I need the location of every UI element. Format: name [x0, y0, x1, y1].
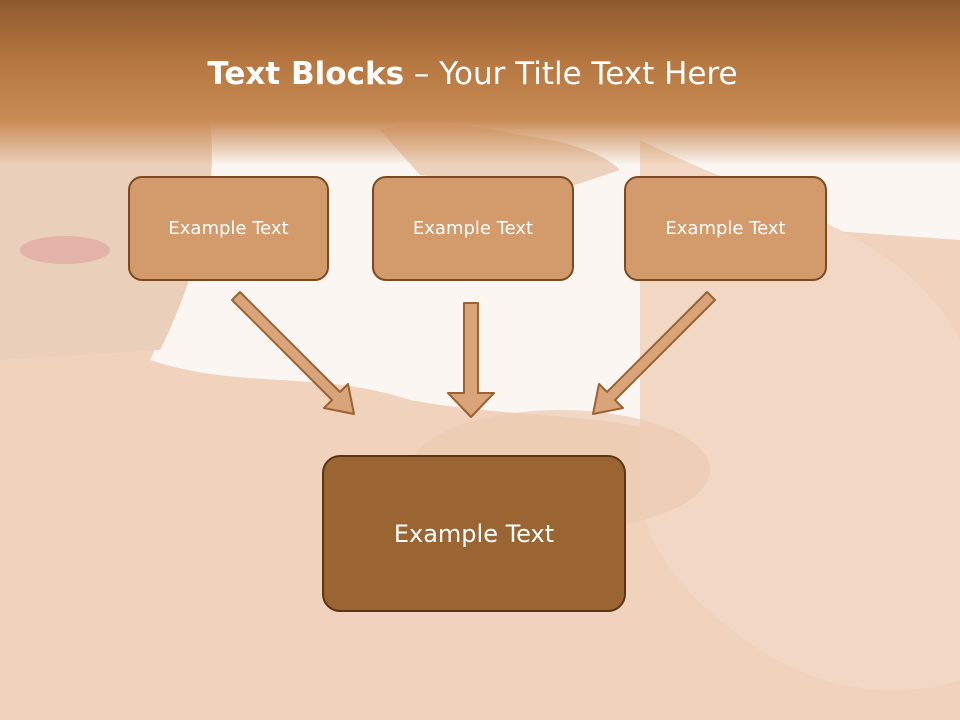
arrow-left	[231, 291, 355, 415]
title-rest: – Your Title Text Here	[404, 56, 738, 92]
text-block-2-label: Example Text	[412, 218, 534, 239]
text-block-2: Example Text	[372, 176, 574, 281]
text-block-1: Example Text	[128, 176, 329, 281]
text-block-3-label: Example Text	[665, 218, 786, 239]
slide-title: Text Blocks – Your Title Text Here	[0, 56, 945, 92]
text-block-3: Example Text	[624, 176, 827, 281]
text-block-1-label: Example Text	[168, 218, 289, 239]
arrow-center	[447, 302, 495, 418]
title-bar	[0, 0, 960, 165]
target-block: Example Text	[322, 455, 626, 612]
title-bold: Text Blocks	[207, 56, 405, 92]
target-block-label: Example Text	[393, 519, 555, 548]
arrow-right	[592, 291, 716, 415]
